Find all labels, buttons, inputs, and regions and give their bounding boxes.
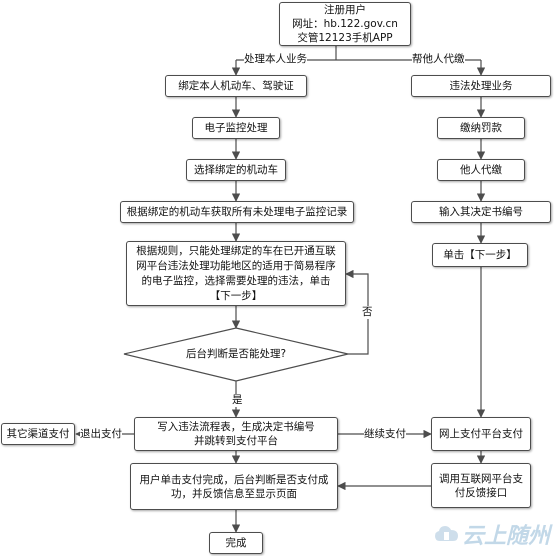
label-self-business: 处理本人业务 — [244, 53, 307, 66]
label-help-others: 帮他人代缴 — [412, 53, 465, 66]
cloud-icon — [434, 526, 458, 541]
register-user-node: 注册用户 网址：hb.122.gov.cn 交管12123手机APP — [279, 2, 411, 46]
online-pay-platform-node: 网上支付平台支付 — [431, 417, 531, 451]
watermark-logo: 云上随州 — [434, 518, 550, 550]
select-vehicle-node: 选择绑定的机动车 — [186, 159, 286, 181]
label-no: 否 — [362, 306, 373, 319]
enter-decision-number-node: 输入其决定书编号 — [411, 201, 551, 223]
get-records-node: 根据绑定的机动车获取所有未处理电子监控记录 — [120, 201, 354, 223]
decision-text: 后台判断是否能处理? — [185, 348, 287, 360]
pay-fine-node: 缴纳罚款 — [437, 117, 525, 139]
other-channel-pay-node: 其它渠道支付 — [1, 423, 75, 445]
pay-for-others-node: 他人代缴 — [437, 159, 525, 181]
decision-diamond — [123, 327, 349, 382]
click-next-node: 单击【下一步】 — [432, 243, 528, 267]
write-process-node: 写入违法流程表，生成决定书编号 并跳转到支付平台 — [134, 417, 338, 451]
violation-business-node: 违法处理业务 — [411, 75, 551, 97]
bind-vehicle-node: 绑定本人机动车、驾驶证 — [165, 75, 307, 97]
label-continue-pay: 继续支付 — [364, 428, 406, 441]
call-feedback-interface-node: 调用互联网平台支 付反馈接口 — [431, 463, 531, 508]
label-exit-pay: 退出支付 — [80, 428, 122, 441]
user-click-pay-node: 用户单击支付完成，后台判断是否支付成 功，并反馈信息至显示页面 — [130, 463, 338, 510]
rules-select-node: 根据规则，只能处理绑定的车在已开通互联 网平台违法处理功能地区的适用于简易程序 … — [126, 241, 346, 306]
watermark-text: 云上随州 — [461, 524, 550, 549]
label-yes: 是 — [232, 394, 243, 407]
done-node: 完成 — [209, 532, 263, 554]
electronic-monitor-node: 电子监控处理 — [192, 117, 280, 139]
